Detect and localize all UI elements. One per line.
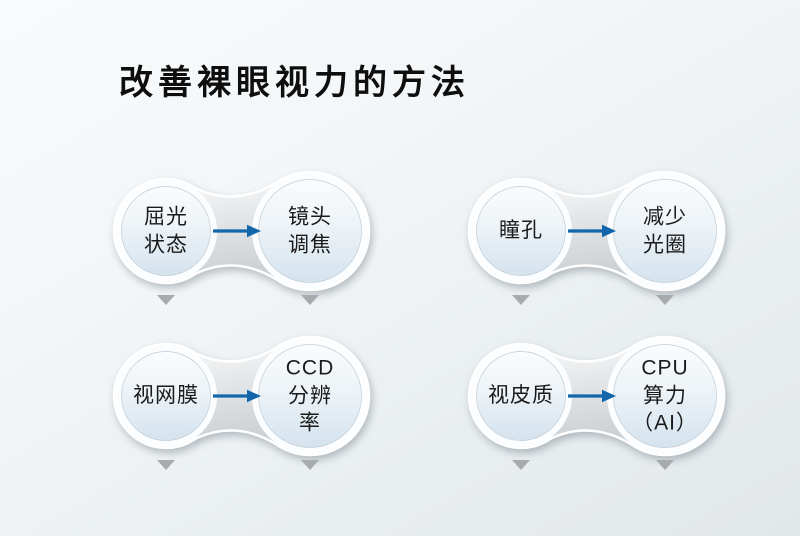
target-label: 镜头 调焦 [288, 205, 332, 256]
process-group-cortex: 视皮质 CPU算力 （AI） [464, 335, 726, 476]
source-label: 视皮质 [488, 384, 554, 408]
arrow-right-icon [568, 224, 616, 238]
triangle-down-icon [656, 295, 674, 305]
triangle-down-icon [157, 295, 175, 305]
arrow-right-icon [213, 389, 261, 403]
triangle-down-icon [157, 460, 175, 470]
source-bubble [476, 351, 566, 441]
source-label: 视网膜 [133, 384, 199, 408]
page-title: 改善裸眼视力的方法 [119, 64, 470, 102]
source-bubble [476, 186, 566, 276]
target-label: CPU算力 （AI） [632, 356, 698, 435]
target-label: 减少 光圈 [643, 205, 687, 256]
capsule-graphic [112, 335, 371, 457]
source-label: 屈光 状态 [144, 205, 188, 256]
arrow-right-icon [568, 389, 616, 403]
process-group-pupil: 瞳孔 减少 光圈 [464, 170, 726, 311]
source-bubble [121, 351, 211, 441]
triangle-down-icon [512, 460, 530, 470]
source-bubble [121, 186, 211, 276]
arrow-right-icon [213, 224, 261, 238]
process-group-refraction: 屈光 状态 镜头 调焦 [109, 170, 371, 311]
capsule-graphic [112, 170, 371, 292]
capsule-graphic [467, 335, 726, 457]
source-label: 瞳孔 [499, 219, 543, 243]
process-group-retina: 视网膜 CCD 分辨率 [109, 335, 371, 476]
triangle-down-icon [512, 295, 530, 305]
capsule-graphic [467, 170, 726, 292]
triangle-down-icon [656, 460, 674, 470]
target-label: CCD 分辨率 [285, 356, 335, 435]
triangle-down-icon [301, 460, 319, 470]
triangle-down-icon [301, 295, 319, 305]
